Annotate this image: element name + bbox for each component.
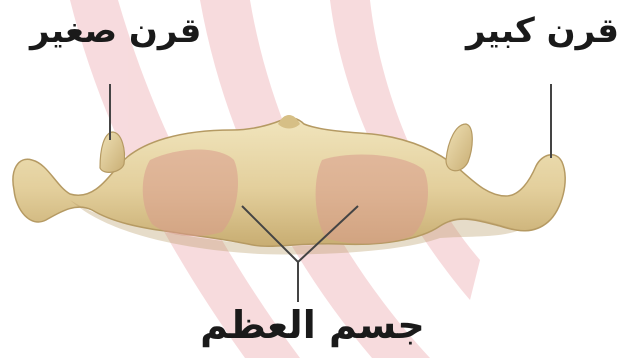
bone-body-label: جسم العظم: [0, 306, 625, 344]
lesser-horn-label: قرن صغير: [30, 14, 201, 48]
hyoid-bone-illustration: [13, 115, 565, 254]
greater-horn-label: قرن كبير: [466, 14, 619, 48]
